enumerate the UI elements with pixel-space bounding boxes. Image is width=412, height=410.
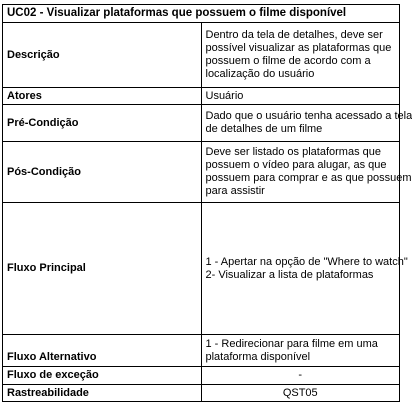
use-case-table: UC02 - Visualizar plataformas que possue… [2, 4, 412, 402]
row-value: QST05 [200, 384, 400, 402]
value-line: possuem o vídeo para alugar, as que [205, 159, 387, 171]
row-value: 1 - Apertar na opção de "Where to watch"… [200, 202, 408, 335]
table-row-fluxo-alternativo: Fluxo Alternativo 1 - Redirecionar para … [2, 334, 400, 367]
value-line: 1 - Apertar na opção de "Where to watch" [205, 255, 408, 268]
value-line: 1 - Redirecionar para filme em uma [205, 337, 378, 350]
title-row: UC02 - Visualizar plataformas que possue… [2, 4, 400, 23]
value-line: possuem para comprar e as que possuem [205, 172, 412, 184]
row-label: Rastreabilidade [2, 384, 202, 402]
row-value: Deve ser listado os plataformas que poss… [200, 141, 412, 203]
row-label: Pós-Condição [2, 141, 202, 203]
table-row-descricao: Descrição Dentro da tela de detalhes, de… [2, 22, 400, 88]
row-label: Fluxo Alternativo [2, 334, 202, 367]
value-line: Deve ser listado os plataformas que [205, 146, 381, 158]
value-line: possível visualizar as plataformas que [205, 42, 392, 54]
value-line: - [298, 369, 303, 381]
table-row-fluxo-excecao: Fluxo de exceção - [2, 366, 400, 385]
row-label: Fluxo Principal [2, 202, 202, 335]
value-line: Usuário [205, 89, 244, 102]
row-value: - [200, 366, 400, 385]
row-value: Usuário [200, 87, 400, 105]
row-value: 1 - Redirecionar para filme em uma plata… [200, 334, 400, 367]
value-line: de detalhes de um filme [205, 123, 323, 135]
value-line: Dado que o usuário tenha acessado a tela [205, 110, 412, 122]
value-line: plataforma disponível [205, 350, 311, 363]
table-row-atores: Atores Usuário [2, 87, 400, 105]
row-label: Atores [2, 87, 202, 105]
value-line: localização do usuário [205, 68, 315, 80]
value-line: 2- Visualizar a lista de plataformas [205, 268, 374, 281]
value-line: Dentro da tela de detalhes, deve ser [205, 29, 383, 41]
row-label: Descrição [2, 22, 202, 88]
row-label: Pré-Condição [2, 104, 202, 142]
table-row-fluxo-principal: Fluxo Principal 1 - Apertar na opção de … [2, 202, 408, 335]
row-label: Fluxo de exceção [2, 366, 202, 385]
row-value: Dado que o usuário tenha acessado a tela… [200, 104, 412, 142]
table-row-pre-condicao: Pré-Condição Dado que o usuário tenha ac… [2, 104, 412, 142]
use-case-title: UC02 - Visualizar plataformas que possue… [2, 4, 400, 23]
table-row-pos-condicao: Pós-Condição Deve ser listado os platafo… [2, 141, 412, 203]
row-value: Dentro da tela de detalhes, deve ser pos… [200, 22, 400, 88]
table-row-rastreabilidade: Rastreabilidade QST05 [2, 384, 400, 402]
value-line: para assistir [205, 185, 265, 197]
value-line: QST05 [282, 386, 318, 399]
value-line: possuem o filme de acordo com a [205, 55, 371, 67]
